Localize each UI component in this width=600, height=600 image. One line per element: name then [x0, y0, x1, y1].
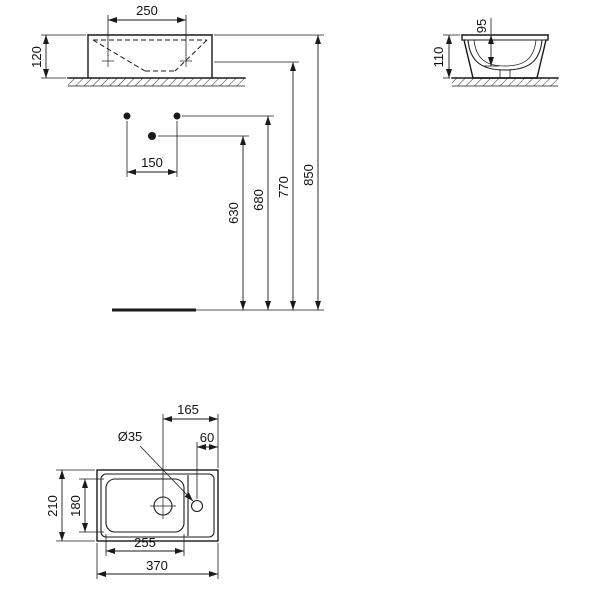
fixing-point-right [173, 112, 181, 120]
dim-370-label: 370 [146, 558, 168, 573]
fixing-hole-cross-right [180, 55, 192, 67]
dim-height-drain: 630 [158, 135, 249, 310]
dim-tap-to-edge: 60 [196, 430, 218, 499]
dim-top-width: 250 [107, 3, 187, 56]
dim-250-label: 250 [136, 3, 158, 18]
tap-hole [190, 499, 204, 513]
bowl-outer-profile [467, 39, 543, 71]
dim-diameter-label: Ø35 [118, 429, 143, 444]
dim-height-rim: 770 [214, 61, 299, 310]
dim-waste-to-edge: 165 [162, 402, 219, 493]
dim-110-label: 110 [431, 47, 446, 68]
waste-hole [150, 493, 176, 519]
fixing-point-left [123, 112, 131, 120]
basin-side-outline [461, 34, 549, 79]
dim-150-label: 150 [141, 155, 163, 170]
dim-180-label: 180 [68, 495, 83, 517]
dim-770-label: 770 [276, 176, 291, 198]
basin-front-outline [87, 34, 213, 79]
plan-view: 165 60 Ø35 210 180 [45, 402, 219, 579]
dim-680-label: 680 [251, 189, 266, 211]
dim-95-label: 95 [474, 19, 489, 33]
dim-fixing-spacing: 150 [126, 121, 178, 177]
dim-total-width: 370 [96, 543, 219, 579]
dim-basin-height: 120 [29, 34, 86, 79]
dim-210-label: 210 [45, 495, 60, 517]
dim-255-label: 255 [134, 535, 156, 550]
dim-850-label: 850 [301, 164, 316, 186]
counter-surface-side [451, 77, 559, 87]
counter-surface-front [67, 77, 246, 87]
dim-total-depth: 210 [45, 469, 95, 542]
dim-height-top: 850 [214, 34, 324, 310]
drain-point [148, 132, 156, 140]
dim-60-label: 60 [200, 430, 214, 445]
side-view: 95 110 [431, 18, 559, 87]
dim-bowl-depth: 180 [68, 478, 104, 533]
dim-630-label: 630 [226, 202, 241, 224]
dim-165-label: 165 [177, 402, 199, 417]
rim-inner-outline [100, 473, 215, 538]
dim-height-fixing: 680 [182, 115, 274, 310]
basin-plan-outline [96, 469, 219, 542]
dim-total-height: 110 [431, 34, 460, 79]
hidden-bowl-outline [92, 39, 208, 72]
bowl-plan-outline [105, 478, 185, 533]
dim-tap-diameter: Ø35 [118, 429, 194, 502]
dim-120-label: 120 [29, 46, 44, 68]
dim-inner-depth: 95 [474, 18, 499, 67]
front-view: 250 120 150 630 680 [29, 3, 324, 312]
bowl-inner-profile [473, 39, 537, 67]
fixing-hole-cross-left [102, 55, 114, 67]
dim-bowl-width: 255 [105, 534, 185, 556]
